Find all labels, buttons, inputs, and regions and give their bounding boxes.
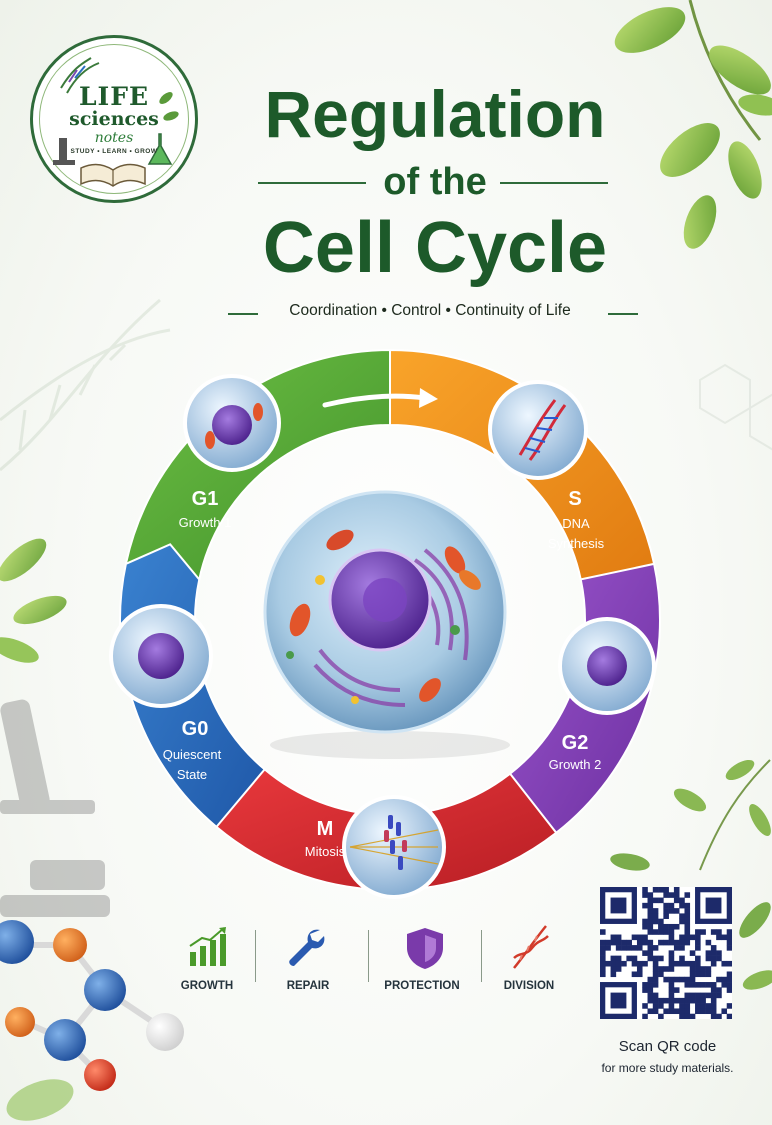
m-cell-bubble: [342, 795, 446, 899]
subtitle-rule-right: [608, 313, 638, 315]
feature-divider: [481, 930, 482, 982]
feature-divider: [368, 930, 369, 982]
g2-cell-bubble: [558, 617, 656, 715]
microscope-image: [0, 699, 110, 917]
feature-growth-label: GROWTH: [180, 980, 234, 992]
logo-graphics: [53, 57, 179, 187]
feature-divider: [255, 930, 256, 982]
faint-dna-helix: [0, 298, 171, 472]
dna-icon: [513, 925, 549, 969]
g1-cell-bubble: [183, 374, 281, 472]
feature-repair-label: REPAIR: [286, 980, 330, 992]
bar-chart-growth-icon: [189, 927, 226, 966]
central-cell-illustration: [263, 490, 510, 759]
title-line-cell-cycle: Cell Cycle: [262, 208, 608, 288]
g0-cell-bubble: [109, 604, 213, 708]
title-rule-right: [500, 182, 608, 184]
qr-subcaption: for more study materials.: [601, 1061, 734, 1075]
qr-code[interactable]: [600, 887, 732, 1019]
feature-division-label: DIVISION: [503, 980, 555, 992]
life-sciences-notes-logo: LIFE sciences notes STUDY • LEARN • GROW: [30, 35, 198, 203]
phase-s-name: DNA Synthesis: [547, 516, 605, 551]
phase-g2-code: G2: [561, 732, 589, 754]
logo-life-text: LIFE: [78, 82, 150, 111]
phase-g2-name: Growth 2: [548, 757, 602, 772]
molecule-model: [0, 920, 184, 1121]
qr-caption: Scan QR code: [618, 1038, 717, 1055]
wrench-icon: [289, 929, 325, 966]
faint-molecule-hexagons: [699, 363, 772, 451]
leaves-left: [0, 538, 67, 663]
title-line-regulation: Regulation: [264, 77, 606, 151]
cycle-arrow-head: [419, 388, 438, 408]
logo-notes-text: notes: [94, 130, 134, 146]
subtitle: Coordination • Control • Continuity of L…: [289, 302, 571, 319]
title-rule-left: [258, 182, 366, 184]
logo-tagline: STUDY • LEARN • GROW: [70, 148, 158, 155]
phase-s-code: S: [568, 488, 582, 510]
phase-m-code: M: [316, 818, 334, 840]
shield-icon: [407, 928, 443, 969]
feature-protection-label: PROTECTION: [384, 980, 460, 992]
s-cell-bubble: [488, 380, 588, 480]
phase-g1-code: G1: [191, 488, 219, 510]
phase-m-name: Mitosis: [304, 844, 346, 859]
leaves-top-right: [614, 0, 772, 249]
subtitle-rule-left: [228, 313, 258, 315]
title-line-of-the: of the: [383, 161, 487, 203]
phase-g0-code: G0: [181, 718, 209, 740]
phase-g0-name: Quiescent State: [162, 747, 222, 782]
phase-g1-name: Growth 1: [178, 515, 232, 530]
logo-sciences-text: sciences: [69, 108, 159, 130]
cycle-direction-arrow: [322, 393, 428, 408]
leaves-bottom-right: [610, 759, 772, 990]
